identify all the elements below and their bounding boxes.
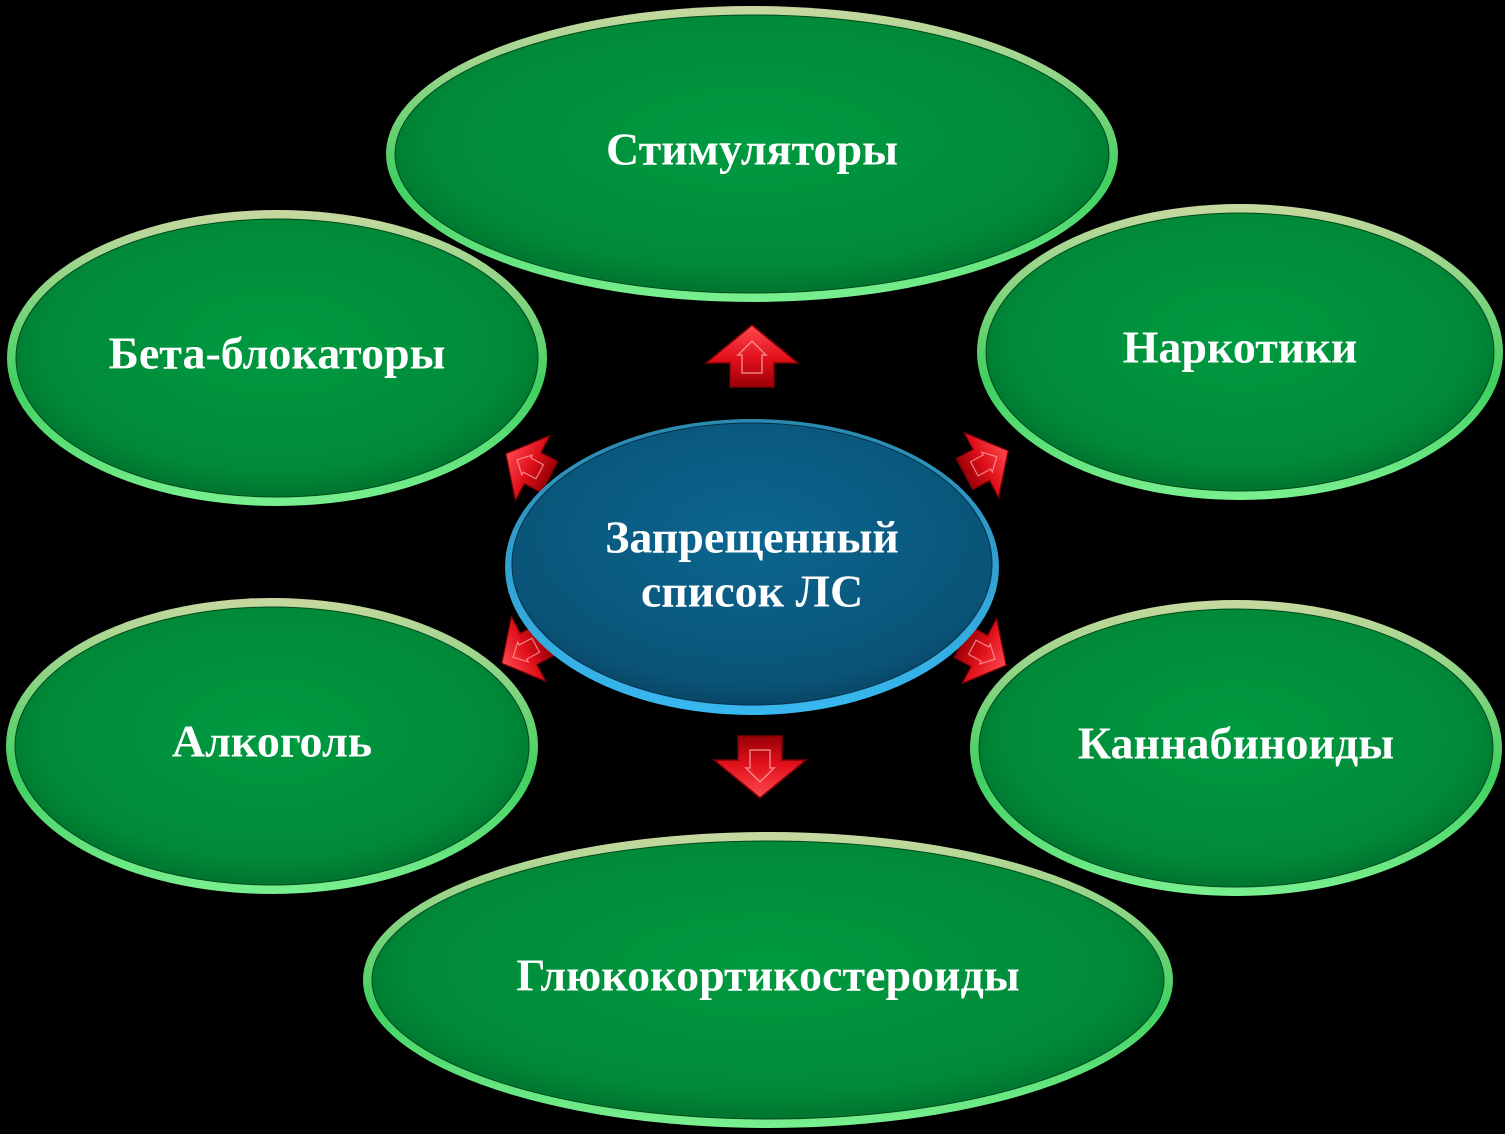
node-beta-blockers: Бета-блокаторы	[7, 210, 547, 506]
node-stimulants: Стимуляторы	[386, 6, 1118, 302]
node-glucocorticosteroids: Глюкокортикостероиды	[363, 832, 1173, 1128]
node-stimulants-label: Стимуляторы	[606, 124, 898, 175]
center-title-line1: Запрещенный	[605, 512, 899, 563]
node-cannabinoids: Каннабиноиды	[970, 600, 1502, 896]
node-beta-blockers-label: Бета-блокаторы	[108, 328, 445, 379]
arrow-to-glucocorticosteroids	[713, 735, 807, 799]
node-narcotics-label: Наркотики	[1123, 322, 1358, 373]
node-glucocorticosteroids-label: Глюкокортикостероиды	[516, 950, 1020, 1001]
center-node: Запрещенный список ЛС	[505, 419, 999, 715]
node-alcohol: Алкоголь	[6, 598, 538, 894]
arrow-to-stimulants	[705, 324, 799, 388]
node-alcohol-label: Алкоголь	[172, 716, 372, 767]
center-title-line2: список ЛС	[641, 566, 863, 617]
node-cannabinoids-label: Каннабиноиды	[1078, 718, 1394, 769]
node-narcotics: Наркотики	[977, 204, 1503, 500]
